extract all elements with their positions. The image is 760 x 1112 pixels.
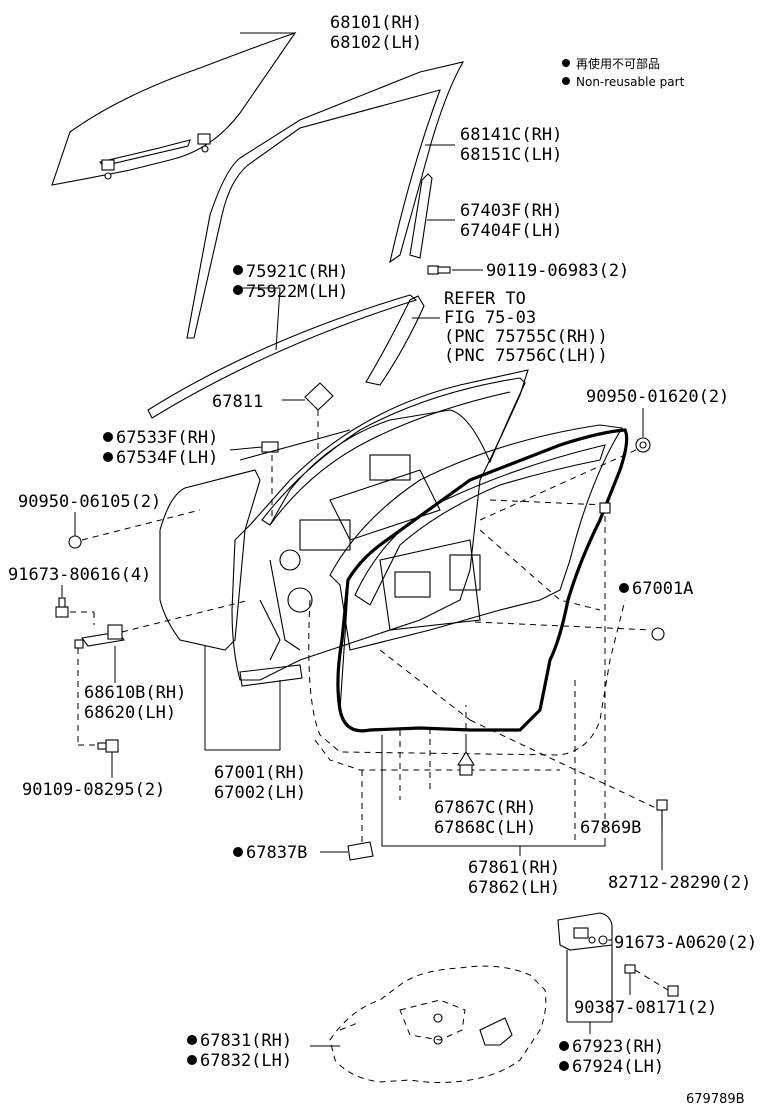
label-seal-small: 67811 [212, 392, 263, 412]
bullet-weatherstrip [619, 583, 629, 593]
pin-67867c [457, 750, 475, 776]
label-figure-id: 679789B [686, 1092, 745, 1107]
leader-67861 [381, 735, 606, 847]
bolt-bottom [97, 739, 119, 753]
glass-clip-right [197, 133, 211, 145]
label-clip-right: 90387-08171(2) [574, 998, 717, 1018]
weatherstrip-thick [336, 428, 629, 733]
bullet-bracket-rh [559, 1041, 569, 1051]
clip-top-right [635, 437, 651, 453]
label-screw-right: 91673-A0620(2) [614, 933, 757, 953]
door-dashed-outline [308, 499, 661, 840]
label-screw-left: 91673-80616(4) [8, 565, 151, 585]
plug-left [68, 535, 82, 549]
label-glass-lh: 68102(LH) [330, 33, 422, 53]
belt-moulding [147, 294, 418, 419]
label-plug-left: 90950-06105(2) [18, 492, 161, 512]
door-inner-frame [329, 424, 623, 651]
label-hinge-lh: 68620(LH) [84, 703, 176, 723]
clip-67001a [651, 627, 665, 641]
label-weather-lh: 67534F(LH) [116, 448, 218, 468]
label-refer-2: FIG 75-03 [444, 308, 536, 328]
legend-bullet-jp [562, 59, 570, 67]
label-cover-b: 67837B [246, 843, 307, 863]
bullet-mould-lh [233, 285, 243, 295]
label-weather-strip-rh: 67867C(RH) [434, 798, 536, 818]
label-cover-rh: 67831(RH) [200, 1031, 292, 1051]
bullet-cover-lh [187, 1055, 197, 1065]
label-frame-lh: 67404F(LH) [460, 221, 562, 241]
label-run-lh: 68151C(LH) [460, 145, 562, 165]
door-shell [159, 369, 529, 687]
label-frame-rh: 67403F(RH) [460, 201, 562, 221]
leader-moulding [240, 287, 281, 351]
inner-weatherstrip [239, 429, 351, 461]
leader-door [204, 646, 281, 751]
label-refer-3: (PNC 75755C(RH)) [444, 327, 608, 347]
garnish-refer [365, 295, 425, 386]
leader-67533 [229, 446, 263, 451]
label-opening-rh: 67861(RH) [468, 858, 560, 878]
label-door-rh: 67001(RH) [214, 763, 306, 783]
lower-cover-67831 [329, 965, 547, 1083]
label-door-lh: 67002(LH) [214, 783, 306, 803]
frame-piece [409, 173, 433, 259]
label-hinge-rh: 68610B(RH) [84, 683, 186, 703]
glass-clip-left [101, 159, 115, 171]
label-refer-1: REFER TO [444, 289, 526, 309]
label-bolt-top: 90119-06983(2) [486, 261, 629, 281]
label-clip-top-right: 90950-01620(2) [586, 387, 729, 407]
label-weather-strip-lh: 67868C(LH) [434, 818, 536, 838]
label-cover-lh: 67832(LH) [200, 1051, 292, 1071]
glass-bolt-right [201, 145, 209, 153]
legend-text-jp: 再使用不可部品 [576, 56, 660, 71]
label-bracket-lh: 67924(LH) [572, 1057, 664, 1077]
seal-small [304, 382, 334, 411]
door-glass [51, 31, 297, 186]
glass-bolt-left [104, 172, 112, 180]
label-weather-rh: 67533F(RH) [116, 428, 218, 448]
bullet-weather-lh [103, 452, 113, 462]
door-hinge [74, 624, 125, 649]
legend-text-en: Non-reusable part [576, 75, 685, 89]
legend: 再使用不可部品 Non-reusable part [562, 56, 685, 89]
label-mould-rh: 75921C(RH) [246, 262, 348, 282]
label-bolt-bottom: 90109-08295(2) [22, 780, 165, 800]
legend-bullet-en [562, 77, 570, 85]
clip-90387 [624, 964, 679, 997]
label-glass-rh: 68101(RH) [330, 13, 422, 33]
bullet-cover-b [233, 847, 243, 857]
screw-left [55, 597, 69, 618]
cover-67837b [347, 841, 374, 861]
bullet-cover-rh [187, 1035, 197, 1045]
label-bracket-rh: 67923(RH) [572, 1037, 664, 1057]
clip-82712 [656, 799, 668, 830]
bullet-mould-rh [233, 265, 243, 275]
glass-run [186, 61, 465, 339]
bolt-top [427, 265, 451, 275]
bolt-mid-right [599, 502, 611, 514]
bullet-weather-rh [103, 432, 113, 442]
label-clip-bottom: 82712-28290(2) [608, 873, 751, 893]
label-run-rh: 68141C(RH) [460, 125, 562, 145]
label-refer-4: (PNC 75756C(LH)) [444, 346, 608, 366]
label-strip-b: 67869B [580, 818, 641, 838]
label-weatherstrip: 67001A [632, 579, 693, 599]
bracket-67923 [557, 912, 613, 1022]
bullet-bracket-lh [559, 1061, 569, 1071]
label-opening-lh: 67862(LH) [468, 878, 560, 898]
label-mould-lh: 75922M(LH) [246, 282, 348, 302]
